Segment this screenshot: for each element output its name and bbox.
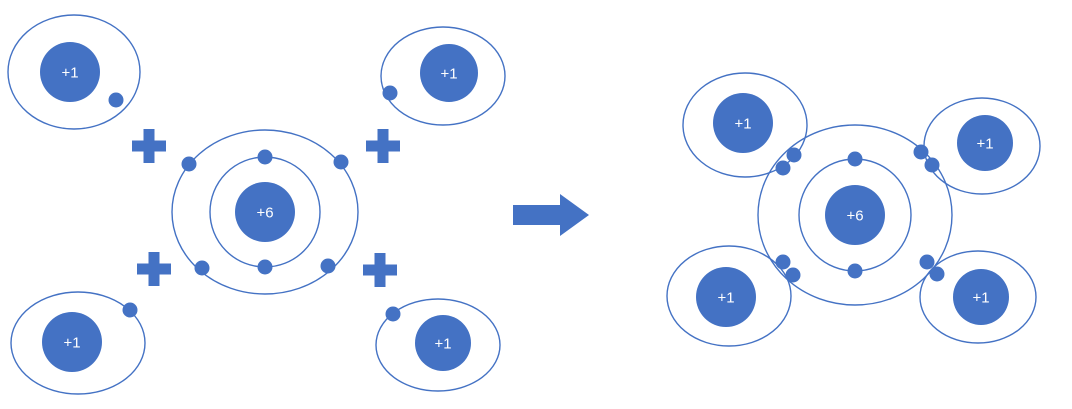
shared-electron-pair-bottom-left bbox=[775, 254, 801, 283]
electron-dot bbox=[913, 144, 929, 160]
hydrogen-nucleus-label: +1 bbox=[63, 334, 80, 351]
product-hydrogen-bottom-left: +1 bbox=[666, 245, 792, 347]
electron-dot bbox=[385, 306, 401, 322]
carbon-nucleus bbox=[235, 182, 295, 242]
electron-dot bbox=[785, 267, 801, 283]
reactant-carbon: +6 bbox=[171, 129, 359, 295]
hydrogen-nucleus bbox=[696, 267, 756, 327]
hydrogen-nucleus-label: +1 bbox=[717, 289, 734, 306]
electron-orbit bbox=[7, 14, 141, 130]
hydrogen-nucleus bbox=[415, 315, 471, 371]
hydrogen-nucleus-label: +1 bbox=[734, 115, 751, 132]
hydrogen-nucleus bbox=[40, 42, 100, 102]
hydrogen-nucleus-label: +1 bbox=[440, 65, 457, 82]
carbon-nucleus bbox=[825, 185, 885, 245]
electron-orbit bbox=[375, 298, 501, 392]
electron-dot bbox=[320, 258, 336, 274]
electron-orbit bbox=[666, 245, 792, 347]
hydrogen-nucleus bbox=[420, 44, 478, 102]
product-hydrogen-top-left: +1 bbox=[682, 72, 808, 178]
reactant-hydrogen-top-right: +1 bbox=[380, 26, 506, 126]
reactant-hydrogen-top-left: +1 bbox=[7, 14, 141, 130]
product-carbon: +6 bbox=[757, 124, 953, 306]
reactant-hydrogen-bottom-left: +1 bbox=[10, 291, 146, 395]
plus-icon bbox=[137, 252, 171, 286]
electron-dot bbox=[924, 157, 940, 173]
outer-electron-orbit bbox=[757, 124, 953, 306]
electron-dot bbox=[775, 254, 791, 270]
electron-dot bbox=[122, 302, 138, 318]
electron-dot bbox=[194, 260, 210, 276]
hydrogen-nucleus-label: +1 bbox=[972, 289, 989, 306]
electron-dot bbox=[919, 254, 935, 270]
outer-electron-orbit bbox=[171, 129, 359, 295]
hydrogen-nucleus bbox=[953, 269, 1009, 325]
electron-dot bbox=[382, 85, 398, 101]
hydrogen-nucleus-label: +1 bbox=[434, 335, 451, 352]
electron-dot bbox=[775, 160, 791, 176]
reactant-hydrogen-bottom-right: +1 bbox=[375, 298, 501, 392]
hydrogen-nucleus bbox=[42, 312, 102, 372]
shared-electron-pair-top-right bbox=[913, 144, 940, 173]
electron-dot bbox=[108, 92, 124, 108]
plus-icon bbox=[366, 129, 400, 163]
hydrogen-nucleus-label: +1 bbox=[61, 64, 78, 81]
hydrogen-nucleus bbox=[713, 93, 773, 153]
plus-icon bbox=[363, 253, 397, 287]
electron-dot bbox=[333, 154, 349, 170]
electron-dot bbox=[257, 149, 273, 165]
electron-orbit bbox=[682, 72, 808, 178]
hydrogen-nucleus bbox=[957, 115, 1013, 171]
carbon-nucleus-label: +6 bbox=[846, 207, 863, 224]
electron-orbit bbox=[380, 26, 506, 126]
carbon-nucleus-label: +6 bbox=[256, 204, 273, 221]
electron-dot bbox=[181, 156, 197, 172]
hydrogen-nucleus-label: +1 bbox=[976, 135, 993, 152]
shared-electron-pair-bottom-right bbox=[919, 254, 945, 282]
electron-dot bbox=[257, 259, 273, 275]
shared-electron-pair-top-left bbox=[775, 147, 802, 176]
plus-icon bbox=[132, 129, 166, 163]
electron-dot bbox=[847, 263, 863, 279]
electron-orbit bbox=[919, 250, 1037, 344]
right-arrow-icon bbox=[513, 194, 589, 236]
product-hydrogen-top-right: +1 bbox=[923, 97, 1041, 195]
product-hydrogen-bottom-right: +1 bbox=[919, 250, 1037, 344]
electron-dot bbox=[847, 151, 863, 167]
electron-orbit bbox=[10, 291, 146, 395]
electron-dot bbox=[786, 147, 802, 163]
electron-dot bbox=[929, 266, 945, 282]
